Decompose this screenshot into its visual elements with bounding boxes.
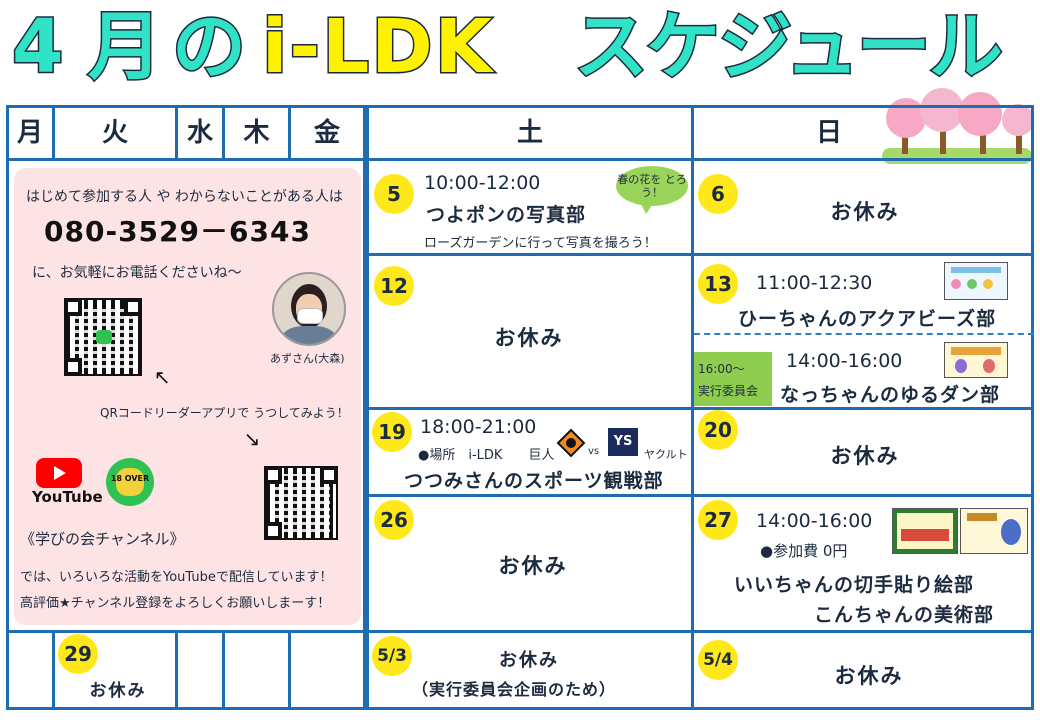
aquabeads-image xyxy=(944,262,1008,300)
channel-desc-1: では、いろいろな活動をYouTubeで配信しています！ xyxy=(20,570,333,585)
day-badge-5: 5 xyxy=(374,174,414,214)
closed-5-4: お休み xyxy=(834,664,904,688)
day-badge-29: 29 xyxy=(58,634,98,674)
header-wed: 水 xyxy=(186,118,213,148)
day-badge-27: 27 xyxy=(698,500,738,540)
day-badge-5-4: 5/4 xyxy=(698,640,738,680)
qr-instruction: QRコードリーダーアプリで うつしてみよう！ xyxy=(100,406,349,420)
stamp-art-image xyxy=(960,508,1028,554)
title-ildk: i-LDK xyxy=(261,3,494,92)
closed-20: お休み xyxy=(830,444,900,468)
committee-time: 16:00～ xyxy=(698,362,745,376)
youtube-text: YouTube xyxy=(32,488,103,506)
time-5: 10:00-12:00 xyxy=(424,172,541,194)
title-schedule: スケジュール xyxy=(573,3,1005,92)
header-sun: 日 xyxy=(815,118,842,148)
swallows-logo-icon: YS xyxy=(608,428,638,456)
channel-desc-2: 高評価★チャンネル登録をよろしくお願いしまーす！ xyxy=(20,596,331,611)
page-title: 4 月 の i-LDK スケジュール xyxy=(0,0,1040,100)
closed-6: お休み xyxy=(830,200,900,224)
vs-text: vs xyxy=(588,446,600,457)
closed-12: お休み xyxy=(494,326,564,350)
title-tsuki: 月 xyxy=(87,3,164,92)
day-badge-20: 20 xyxy=(698,410,738,450)
phone-number[interactable]: 080-3529－6343 xyxy=(44,215,311,248)
day-badge-6: 6 xyxy=(698,174,738,214)
speech-bubble: 春の花を とろう！ xyxy=(616,166,688,206)
person-name: あずさん(大森) xyxy=(270,352,345,365)
eighteen-over-badge: 18 OVER xyxy=(106,458,154,506)
day-badge-13: 13 xyxy=(698,264,738,304)
day-badge-26: 26 xyxy=(374,500,414,540)
avatar xyxy=(272,272,346,346)
club-5: つよポンの写真部 xyxy=(426,204,587,226)
day-badge-19: 19 xyxy=(372,412,412,452)
committee-label: 実行委員会 xyxy=(698,384,759,398)
note-5-3: （実行委員会企画のため） xyxy=(412,680,617,699)
closed-29: お休み xyxy=(89,681,147,701)
yuru-dance-image xyxy=(944,342,1008,378)
title-month: 4 xyxy=(11,3,65,92)
info-line2: に、お気軽にお電話くださいね～ xyxy=(32,265,242,281)
line-app-icon xyxy=(96,330,112,344)
club-27a: いいちゃんの切手貼り絵部 xyxy=(734,574,975,596)
time-27: 14:00-16:00 xyxy=(756,510,873,532)
committee-badge xyxy=(694,352,772,406)
youtube-logo-icon[interactable] xyxy=(36,458,82,488)
info-panel xyxy=(14,168,361,625)
time-13b: 14:00-16:00 xyxy=(786,350,903,372)
closed-26: お休み xyxy=(498,554,568,578)
day-badge-12: 12 xyxy=(374,266,414,306)
header-thu: 木 xyxy=(243,118,270,148)
info-line1: はじめて参加する人 や わからないことがある人は xyxy=(26,189,343,205)
club-27b: こんちゃんの美術部 xyxy=(814,604,995,626)
club-19: つつみさんのスポーツ観戦部 xyxy=(404,470,664,492)
club-13a: ひーちゃんのアクアビーズ部 xyxy=(738,308,997,330)
closed-5-3: お休み xyxy=(499,650,559,671)
club-13b: なっちゃんのゆるダン部 xyxy=(780,384,1001,406)
art-club-image xyxy=(892,508,958,554)
header-fri: 金 xyxy=(313,118,340,148)
time-19: 18:00-21:00 xyxy=(420,416,537,438)
giants-logo-icon xyxy=(556,428,586,458)
title-no: の xyxy=(171,3,248,92)
channel-name: 《学びの会チャンネル》 xyxy=(20,530,185,548)
note-5: ローズガーデンに行って写真を撮ろう！ xyxy=(424,236,657,251)
header-sat: 土 xyxy=(516,118,543,148)
team-19: ヤクルト xyxy=(644,448,688,461)
header-mon: 月 xyxy=(16,118,43,148)
place-19: ●場所 i-LDK 巨人 xyxy=(418,448,555,463)
fee-27: ●参加費 0円 xyxy=(760,542,848,560)
header-tue: 火 xyxy=(101,118,128,148)
time-13a: 11:00-12:30 xyxy=(756,272,873,294)
day-badge-5-3: 5/3 xyxy=(372,636,412,676)
